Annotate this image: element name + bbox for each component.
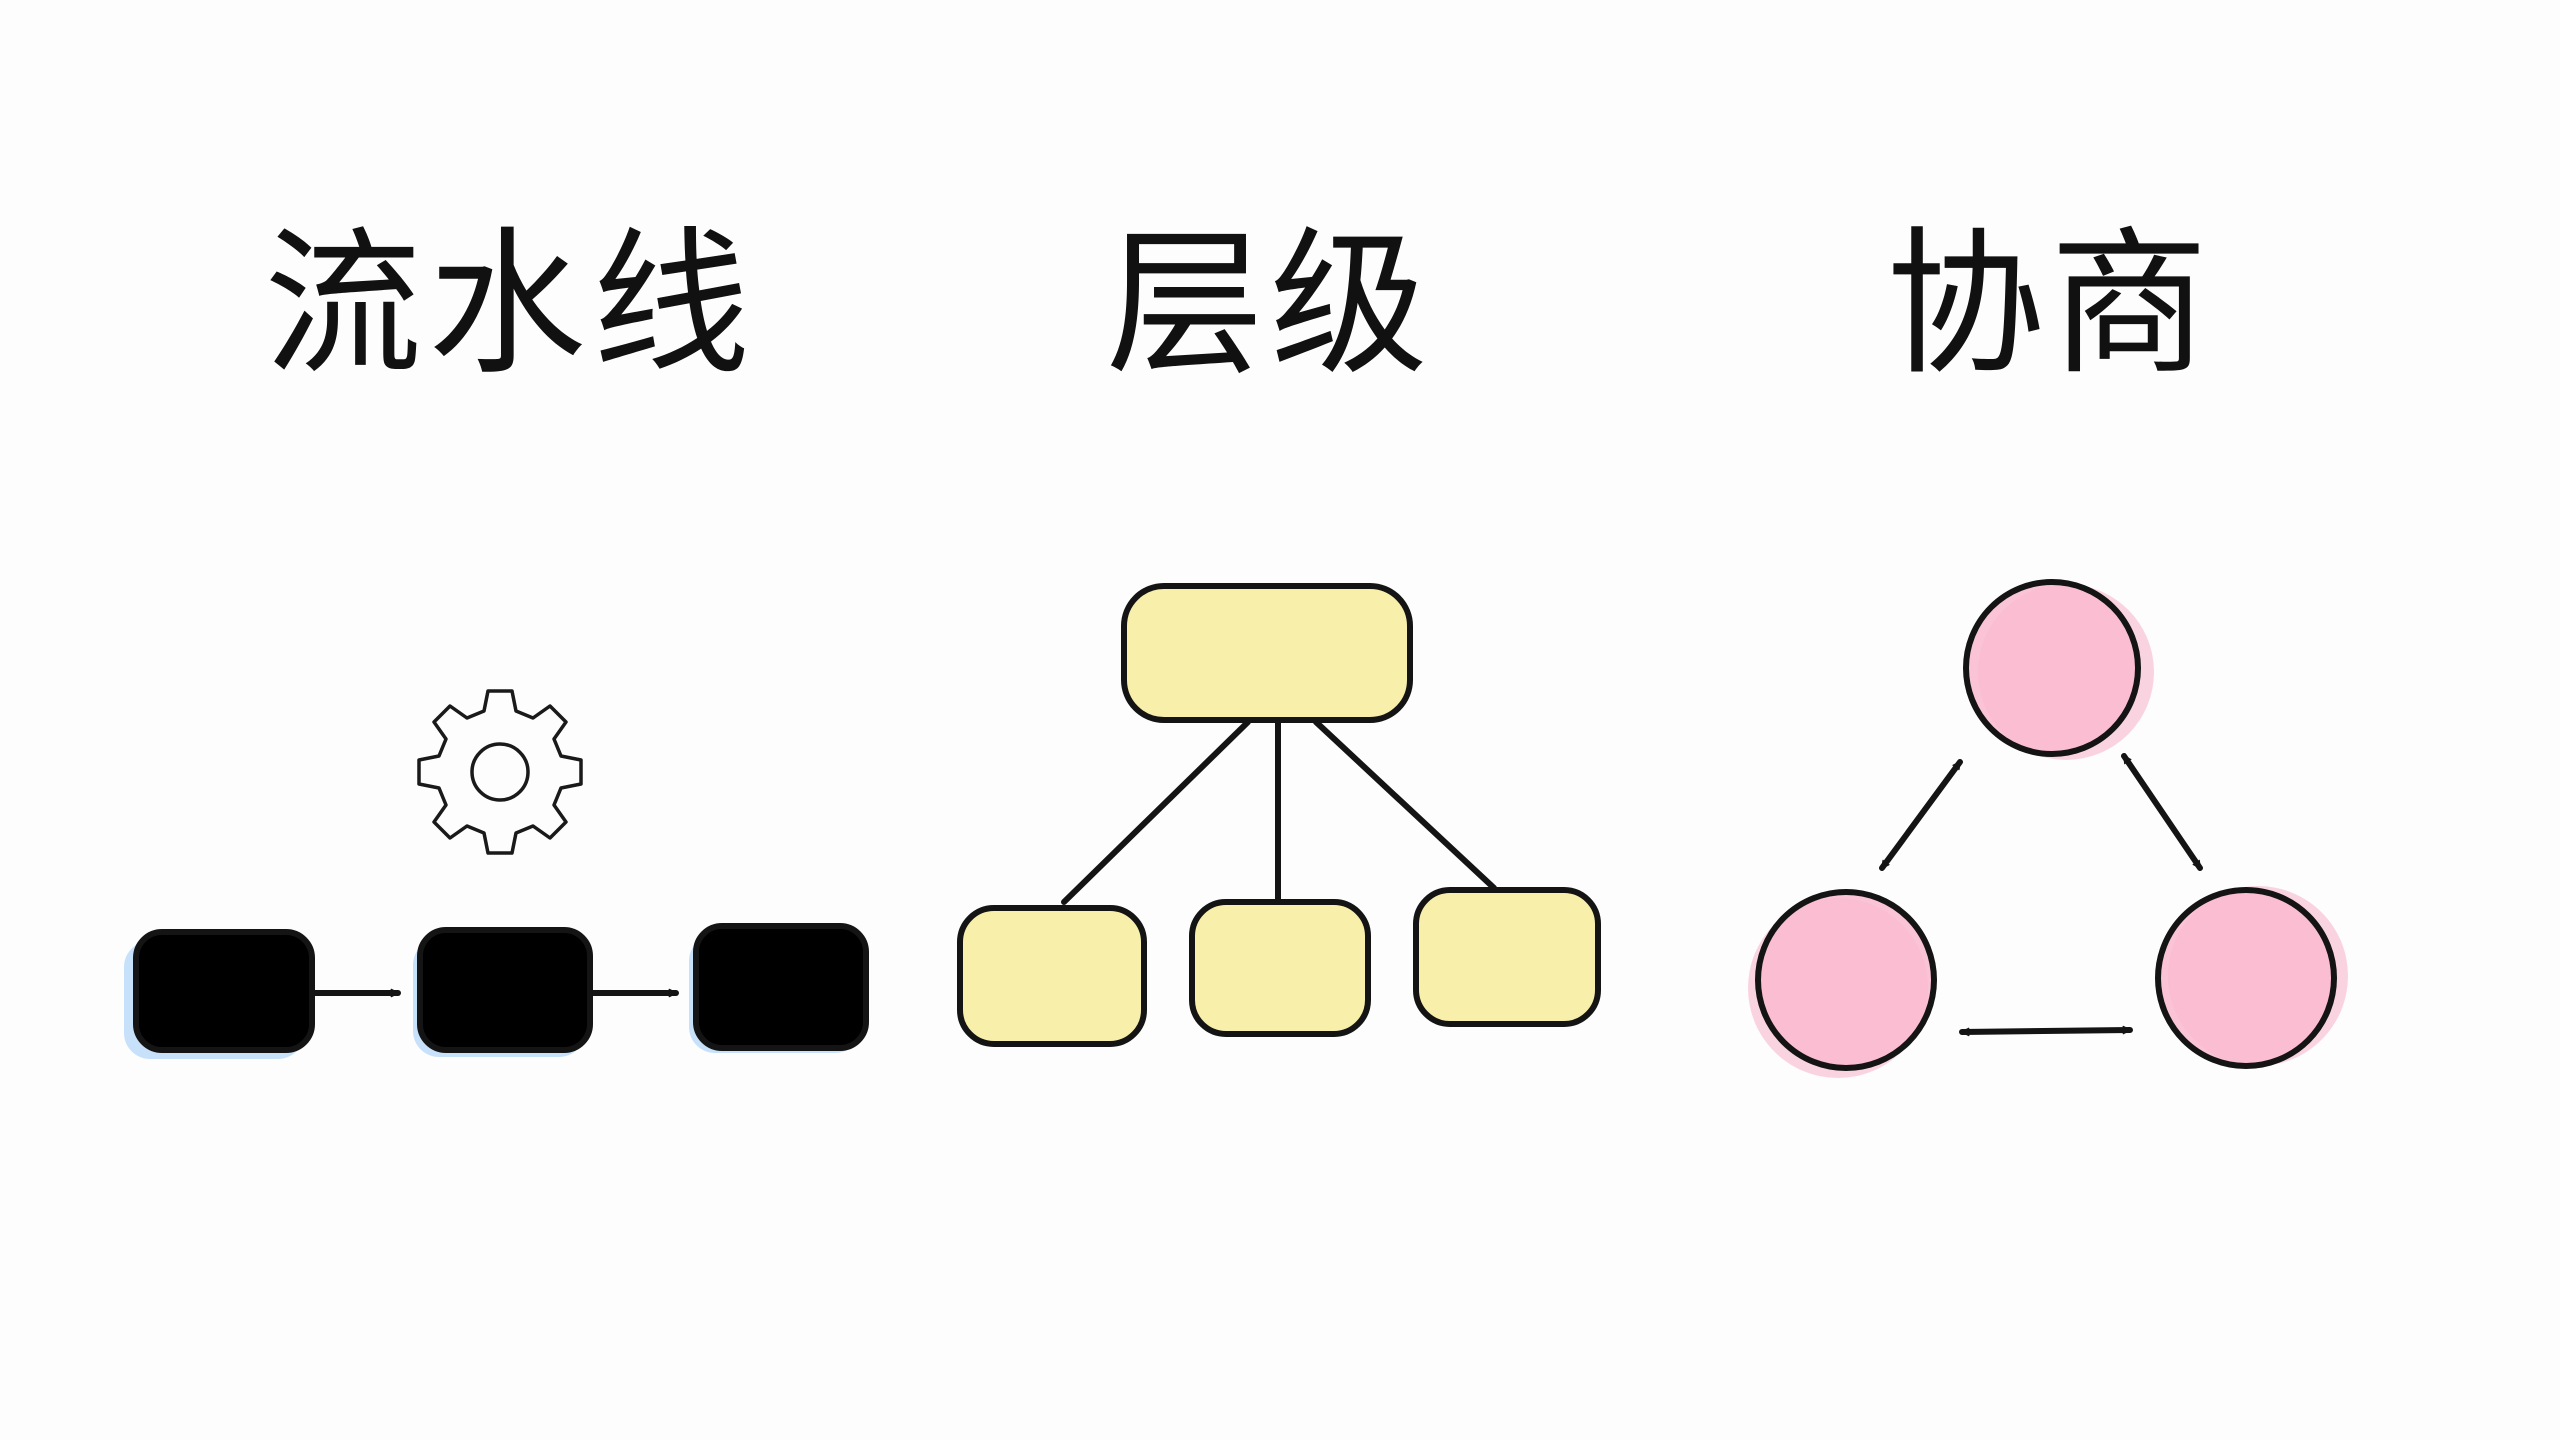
- pipeline-stage-1-box: [133, 929, 315, 1053]
- negotiate-diagram: [1748, 579, 2348, 1078]
- negotiate-node-right: [2155, 886, 2348, 1069]
- pipeline-stage-3: [689, 923, 869, 1053]
- hierarchy-child-node-2: [1189, 899, 1371, 1037]
- hierarchy-edge-left: [1061, 719, 1251, 905]
- pipeline-stage-3-box: [693, 923, 869, 1051]
- negotiate-title: 协商: [1886, 213, 2214, 397]
- negotiate-arrow-bottom: [1959, 1025, 2133, 1037]
- negotiate-node-left: [1748, 889, 1937, 1078]
- pipeline-stage-2-box: [417, 927, 593, 1053]
- hierarchy-root-node: [1121, 583, 1413, 723]
- hierarchy-title: 层级: [1106, 213, 1434, 397]
- gear-icon: [417, 689, 583, 855]
- pipeline-diagram: [124, 689, 869, 1059]
- negotiate-arrow-top-right: [2121, 753, 2203, 871]
- pipeline-stage-2: [413, 927, 593, 1057]
- hierarchy-child-node-3: [1413, 887, 1601, 1027]
- hierarchy-diagram: [957, 583, 1601, 1047]
- hierarchy-child-node-1: [957, 905, 1147, 1047]
- negotiate-arrow-top-left: [1879, 759, 1963, 871]
- pipeline-stage-1: [124, 929, 315, 1059]
- pipeline-title: 流水线: [264, 213, 756, 397]
- negotiate-node-top: [1963, 579, 2154, 760]
- hierarchy-edge-right: [1313, 719, 1497, 891]
